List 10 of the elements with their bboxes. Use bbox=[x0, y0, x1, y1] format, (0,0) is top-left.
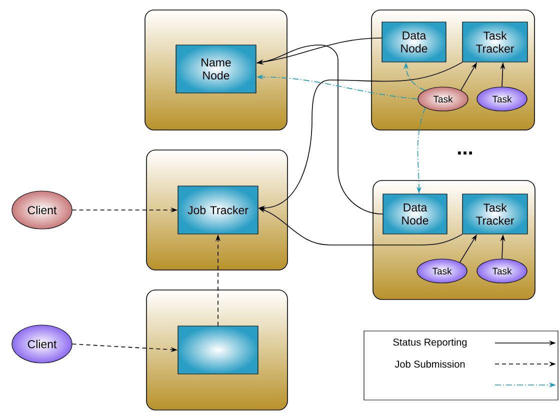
service-box: Name Node bbox=[176, 44, 256, 94]
ellipsis-label: ... bbox=[458, 152, 472, 154]
service-box: Data Node bbox=[382, 22, 446, 62]
legend-text: Status Reporting bbox=[393, 338, 467, 348]
service-box: Task Tracker bbox=[462, 194, 528, 234]
service-box: Job Tracker bbox=[178, 186, 258, 234]
legend-text: Job Submission bbox=[394, 360, 465, 368]
service-box: Task Tracker bbox=[462, 22, 528, 62]
service-box bbox=[178, 326, 258, 374]
service-box: Data Node bbox=[382, 194, 448, 234]
